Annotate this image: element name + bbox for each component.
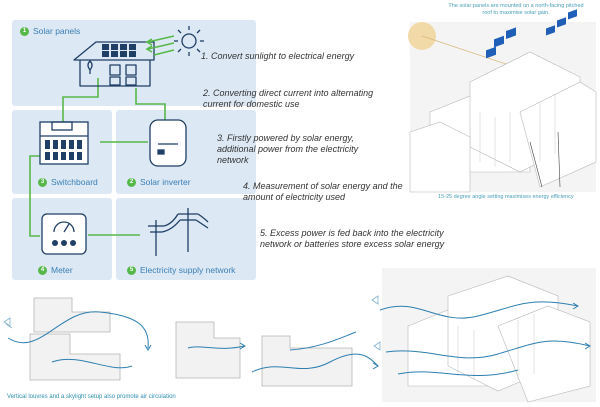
label-supply-network: Electricity supply network — [140, 265, 236, 275]
roof-illustration — [408, 9, 597, 193]
power-pylon-icon — [148, 208, 209, 256]
angle-note: 15-25 degree angle setting maximises ene… — [438, 194, 574, 200]
badge-supply-network: 5 — [127, 266, 136, 275]
badge-solar-inverter: 2 — [127, 178, 136, 187]
sun-icon — [174, 26, 204, 56]
sunlight-arrows — [145, 35, 175, 56]
step-1: 1. Convert sunlight to electrical energy — [201, 51, 355, 61]
step-5: 5. Excess power is fed back into the ele… — [260, 228, 445, 249]
wind-icon — [3, 317, 13, 329]
solar-inverter-icon — [149, 119, 187, 167]
label-solar-inverter: Solar inverter — [140, 177, 191, 187]
ventilation-caption: Vertical louvres and a skylight setup al… — [7, 394, 176, 400]
step-4: 4. Measurement of solar energy and the a… — [243, 181, 403, 202]
badge-meter: 4 — [38, 266, 47, 275]
meter-icon — [41, 213, 87, 255]
ventilation-plans — [3, 297, 379, 387]
badge-solar-panels: 1 — [20, 27, 29, 36]
airflow-illustration — [371, 268, 596, 403]
panel-solar-panels — [12, 20, 256, 106]
step-3: 3. Firstly powered by solar energy, addi… — [217, 133, 359, 165]
label-switchboard: Switchboard — [51, 177, 98, 187]
badge-switchboard: 3 — [38, 178, 47, 187]
house-with-solar-panels-icon — [73, 41, 155, 87]
switchboard-icon — [39, 121, 89, 165]
panel-supply-network — [116, 198, 256, 280]
roof-note: The solar panels are mounted on a north-… — [448, 3, 584, 16]
label-solar-panels: Solar panels — [33, 26, 81, 36]
step-2: 2. Converting direct current into altern… — [203, 88, 374, 109]
label-meter: Meter — [51, 265, 73, 275]
